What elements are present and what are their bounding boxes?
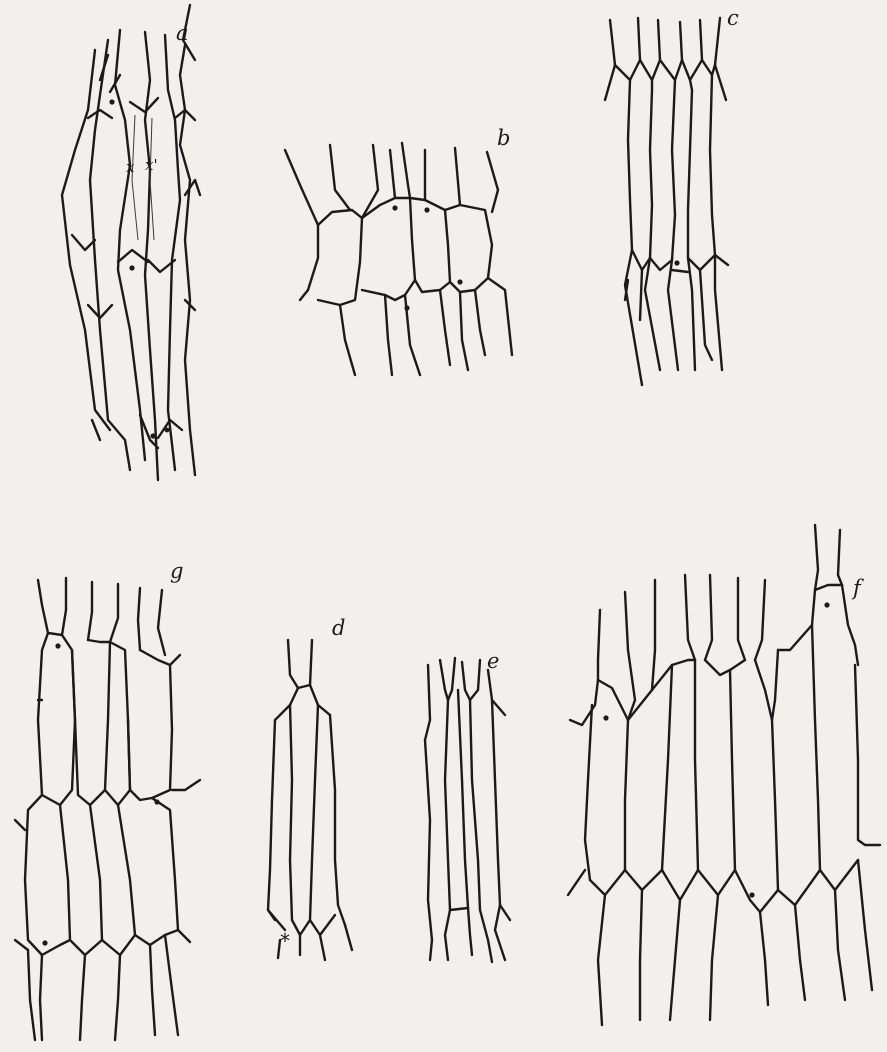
figure-label-c: c: [727, 6, 739, 30]
figure-f: f: [568, 525, 880, 1025]
figure-g: g: [15, 559, 200, 1040]
figure-c: c: [605, 6, 739, 385]
figure-label-f: f: [851, 576, 864, 600]
figure-a: x x' a: [62, 5, 200, 480]
figure-label-e: e: [487, 649, 499, 673]
figure-d: * d: [268, 616, 352, 960]
annotation-x: x: [126, 158, 135, 176]
figure-b: b: [285, 126, 512, 375]
figure-label-a: a: [176, 21, 189, 45]
figure-label-d: d: [332, 616, 345, 640]
figure-label-g: g: [170, 559, 183, 583]
annotation-x-prime: x': [145, 156, 158, 174]
figure-label-b: b: [497, 126, 510, 150]
figure-e: e: [425, 649, 510, 962]
annotation-asterisk: *: [280, 929, 290, 953]
